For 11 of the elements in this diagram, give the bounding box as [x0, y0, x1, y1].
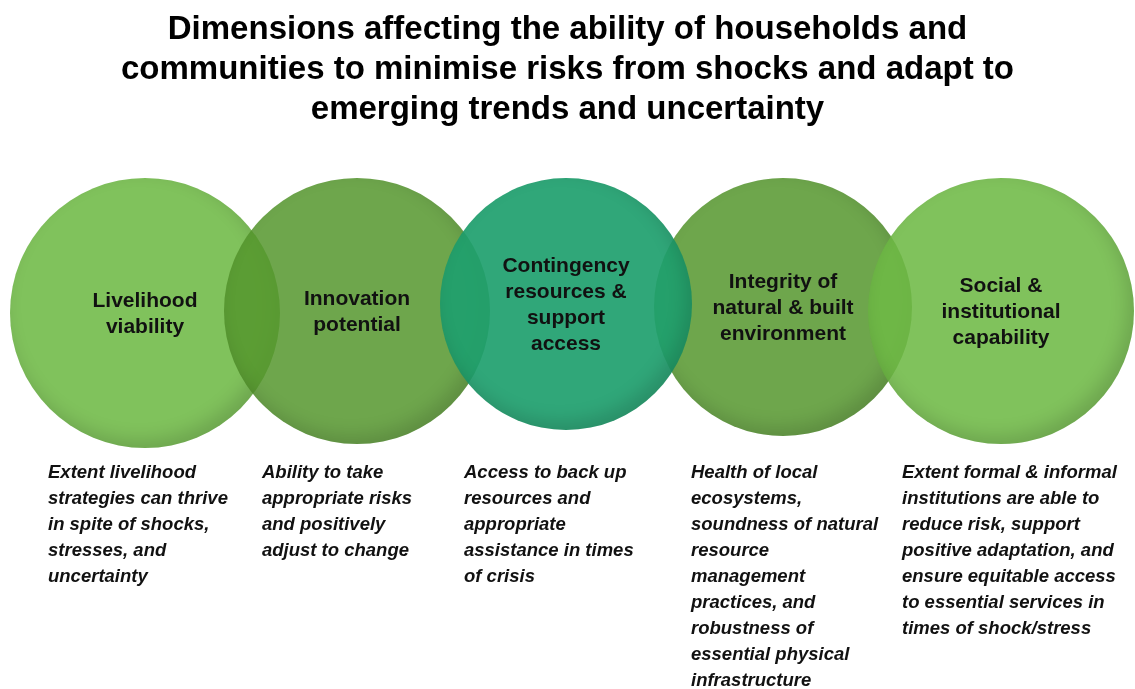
- circle-label: Contingency resources & support access: [501, 252, 631, 356]
- description-text: Extent livelihood strategies can thrive in spite of shocks, stresses, and uncertainty: [48, 460, 228, 588]
- description-text: Extent formal & informal institutions are able to reduce risk, support positive adaptation, and ensure equitable access to essential services in times of shock/stress: [902, 460, 1118, 640]
- description-text: Health of local ecosystems, soundness of natural resource management practices, and robustness of essential physical infrastructure: [691, 460, 880, 689]
- circle-label: Innovation potential: [302, 285, 412, 337]
- description-text: Ability to take appropriate risks and positively adjust to change: [262, 460, 414, 562]
- circle-label: Integrity of natural & built environment: [711, 268, 855, 346]
- circle-label: Social & institutional capability: [940, 272, 1062, 350]
- description-text: Access to back up resources and appropriate assistance in times of crisis: [464, 460, 635, 588]
- circle-label: Livelihood viability: [91, 287, 199, 339]
- title: Dimensions affecting the ability of households and communities to minimise risks from shocks and adapt to emerging trends and uncertainty: [119, 8, 1015, 128]
